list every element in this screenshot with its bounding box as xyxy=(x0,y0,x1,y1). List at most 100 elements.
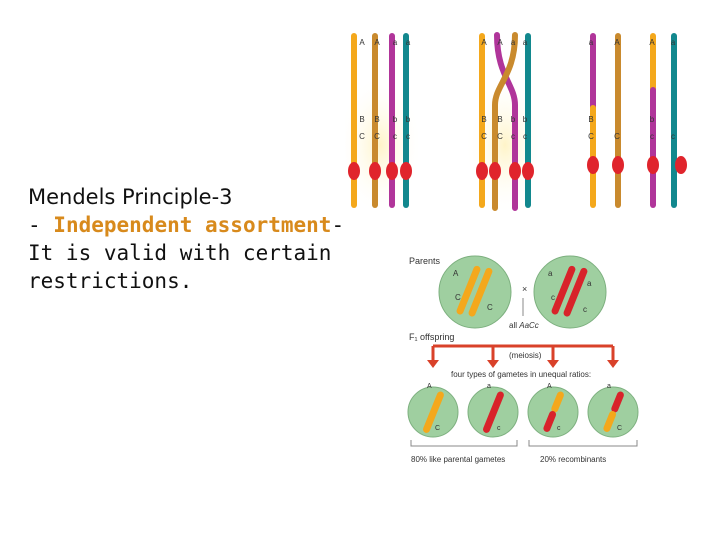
chromatid xyxy=(671,33,677,208)
gene-label: C xyxy=(617,425,622,432)
cross-symbol: × xyxy=(522,284,527,294)
slide-text: Mendels Principle-3 - Independent assort… xyxy=(28,183,408,295)
gene-label: a xyxy=(511,38,516,47)
gene-label: b xyxy=(523,115,528,124)
f1-offspring-label: F₁ offspring xyxy=(409,332,454,342)
panel-2-glow xyxy=(465,75,545,215)
text-line-4: restrictions. xyxy=(28,269,193,293)
gene-label: c xyxy=(650,132,654,141)
parental-bracket xyxy=(410,440,518,447)
gene-label: a xyxy=(523,38,528,47)
f1-genotype-label: all AaCc xyxy=(509,321,539,330)
centromere xyxy=(369,162,381,180)
centromere xyxy=(489,162,501,180)
recombinant-bracket xyxy=(528,440,638,447)
chromosome-panel-3: a A A a B b C C c c xyxy=(587,33,687,208)
gene-label: b xyxy=(650,115,655,124)
centromere xyxy=(476,162,488,180)
gene-label: C xyxy=(481,132,487,141)
gene-label: b xyxy=(406,115,411,124)
gene-label: a xyxy=(406,38,411,47)
gamete-cell-3: A c xyxy=(527,383,579,438)
gamete-cell-2: a c xyxy=(467,383,519,438)
centromere xyxy=(612,156,624,174)
gene-label: B xyxy=(481,115,486,124)
meiosis-arrows xyxy=(427,344,619,368)
gene-label: B xyxy=(374,115,379,124)
gene-label: a xyxy=(607,383,611,390)
text-line-3: It is valid with certain xyxy=(28,241,332,265)
panel-1-glow xyxy=(345,75,422,215)
parent-cell-1: A C C xyxy=(438,255,512,329)
centromere xyxy=(647,156,659,174)
chromosome-panel-2: A A a a B B b b C C c c xyxy=(465,32,545,215)
gene-label: C xyxy=(374,132,380,141)
centromere xyxy=(386,162,398,180)
gamete-cell-1: A C xyxy=(407,383,459,438)
gene-label: c xyxy=(671,132,675,141)
meiosis-label: (meiosis) xyxy=(509,351,542,360)
gene-label: b xyxy=(511,115,516,124)
gene-label: c xyxy=(497,425,501,432)
gene-label: c xyxy=(511,132,515,141)
gene-label: c xyxy=(557,425,561,432)
line2-prefix: - xyxy=(28,213,54,237)
recombinants-label: 20% recombinants xyxy=(540,455,606,464)
chromatid-segment xyxy=(590,33,596,113)
chromatid-segment xyxy=(650,87,656,208)
gene-label: c xyxy=(523,132,527,141)
centromere xyxy=(675,156,687,174)
chromosome-panel-1: A A a a B B b b C C c c xyxy=(345,33,422,215)
gene-label: a xyxy=(393,38,398,47)
parents-label: Parents xyxy=(409,256,441,266)
gene-label: c xyxy=(406,132,410,141)
centromere xyxy=(587,156,599,174)
gene-label: A xyxy=(359,38,365,47)
centromere xyxy=(522,162,534,180)
line2-suffix: - xyxy=(331,213,345,237)
gametes-label: four types of gametes in unequal ratios: xyxy=(451,370,591,379)
crossing-chromatid xyxy=(494,32,518,211)
parent-cell-2: a a c c xyxy=(533,255,607,329)
gene-label: A xyxy=(497,38,503,47)
centromere xyxy=(348,162,360,180)
gamete-formation-figure: Parents A C C × a a c c all AaCc F₁ offs… xyxy=(407,255,639,464)
crossing-chromatid xyxy=(492,32,518,211)
centromere xyxy=(400,162,412,180)
gene-label: A xyxy=(481,38,487,47)
gene-label: c xyxy=(583,305,587,314)
chromatid-segment xyxy=(650,33,656,93)
gene-label: B xyxy=(497,115,502,124)
slide-title: Mendels Principle-3 xyxy=(28,185,233,209)
gene-label: c xyxy=(393,132,397,141)
gene-label: A xyxy=(547,383,552,390)
gene-label: a xyxy=(487,383,491,390)
gene-label: C xyxy=(487,303,493,312)
centromere xyxy=(509,162,521,180)
gene-label: c xyxy=(551,293,555,302)
chromatid xyxy=(615,33,621,208)
gene-label: a xyxy=(589,38,594,47)
gene-label: B xyxy=(359,115,364,124)
crossing-over-figure: A A a a B B b b C C c c A A a a B xyxy=(345,32,687,215)
gene-label: A xyxy=(453,269,459,278)
gene-label: b xyxy=(393,115,398,124)
gene-label: B xyxy=(588,115,593,124)
gene-label: C xyxy=(455,293,461,302)
gamete-cell-4: a C xyxy=(587,383,639,438)
gene-label: a xyxy=(587,279,592,288)
gene-label: C xyxy=(588,132,594,141)
gene-label: a xyxy=(548,269,553,278)
gene-label: A xyxy=(649,38,655,47)
gene-label: C xyxy=(614,132,620,141)
text-line-2: - Independent assortment- xyxy=(28,211,408,239)
chromatid xyxy=(351,33,357,208)
gene-label: A xyxy=(374,38,380,47)
gene-label: a xyxy=(671,38,676,47)
parental-gametes-label: 80% like parental gametes xyxy=(411,455,505,464)
independent-assortment-highlight: Independent assortment xyxy=(53,213,332,237)
gene-label: C xyxy=(497,132,503,141)
gene-label: A xyxy=(427,383,432,390)
gene-label: C xyxy=(435,425,440,432)
gene-label: A xyxy=(614,38,620,47)
